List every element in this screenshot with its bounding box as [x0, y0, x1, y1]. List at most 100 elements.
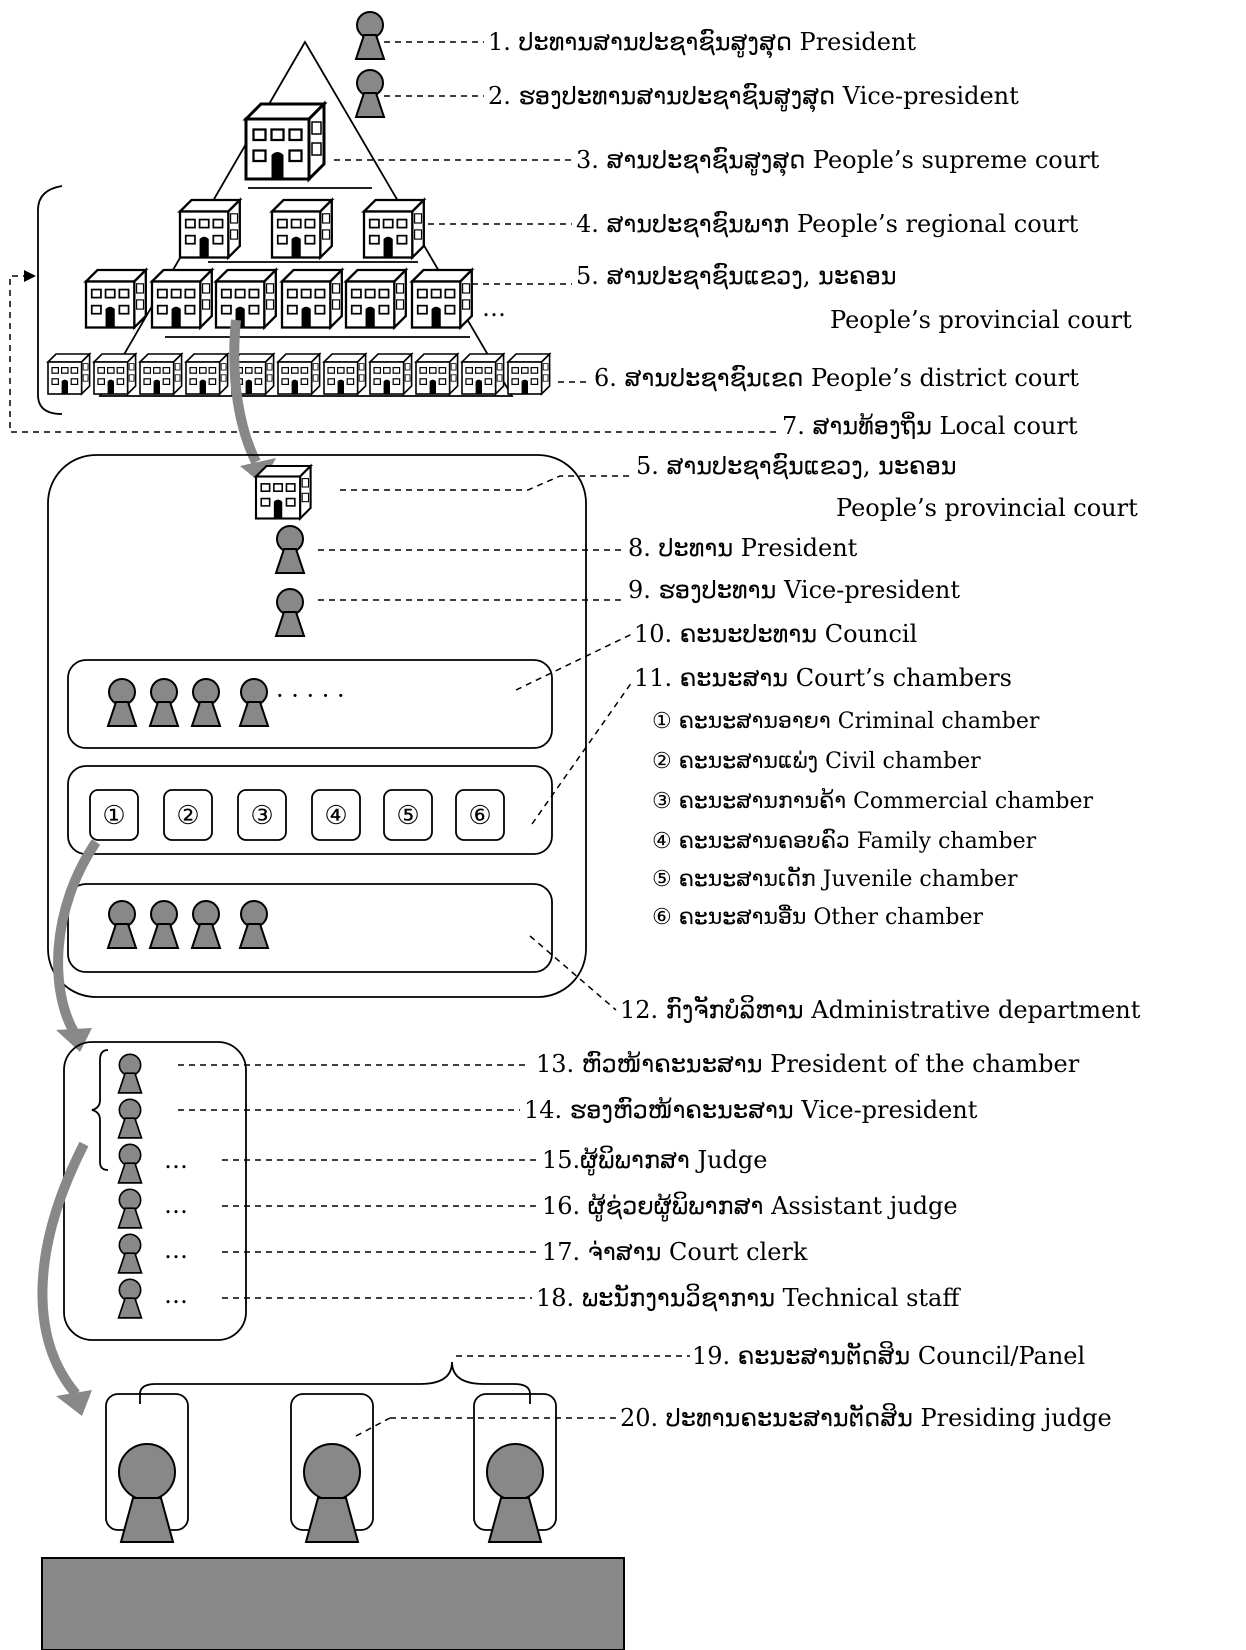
provincial-court-building-icon: [150, 268, 213, 329]
zoom-arrow-3: [37, 1141, 89, 1398]
label-9: 9. ຮອງປະທານ Vice-president: [628, 576, 960, 604]
admin-staff-icon: [239, 900, 269, 949]
zoom-arrowhead-1: [240, 458, 276, 484]
label-18: 18. ພະນັກງານວິຊາການ Technical staff: [536, 1284, 961, 1312]
chamber-5-box: [383, 789, 433, 841]
supreme-court-vice-president-icon: [355, 69, 385, 118]
label-3: 3. ສານປະຊາຊົນສູງສຸດ People’s supreme cou…: [576, 146, 1100, 177]
chamber-3-number: ③: [250, 801, 273, 831]
chamber-4-box: [311, 789, 361, 841]
label-12: 12. ກົງຈັກບໍລິຫານ Administrative departm…: [620, 996, 1141, 1024]
label-16: 16. ຜູ້ຊ່ວຍຜູ້ພິພາກສາ Assistant judge: [542, 1191, 958, 1221]
provincial-president-icon: [275, 525, 305, 574]
provincial-court-building-icon: [410, 268, 473, 329]
label-5b-english: People’s provincial court: [836, 494, 1138, 522]
assistant-judge-icon: [117, 1188, 143, 1229]
connector-11: [531, 681, 633, 825]
zoom-arrowhead-3: [56, 1390, 92, 1416]
label-19: 19. ຄະນະສານຕັດສິນ Council/Panel: [692, 1341, 1085, 1370]
administrative-box: [67, 883, 553, 973]
chamber-label-3: ③ ຄະນະສານການຄ້າ Commercial chamber: [652, 788, 1093, 814]
district-court-building-icon: [139, 353, 183, 395]
label-14: 14. ຮອງຫົວໜ້າຄະນະສານ Vice-president: [524, 1095, 978, 1124]
chamber-3-box: [237, 789, 287, 841]
chambers-box: [67, 765, 553, 855]
admin-staff-icon: [149, 900, 179, 949]
district-court-building-icon: [93, 353, 137, 395]
district-court-building-icon: [415, 353, 459, 395]
provincial-court-detail-box: [47, 454, 587, 998]
council-dots: · · · · ·: [276, 682, 345, 710]
panel-brace: [139, 1361, 531, 1404]
provincial-court-building-icon: [84, 268, 147, 329]
council-member-icon: [107, 678, 137, 727]
chamber-label-1: ① ຄະນະສານອາຍາ Criminal chamber: [652, 709, 1040, 734]
presiding-judge-icon: [303, 1443, 361, 1543]
judges-bench: [41, 1557, 625, 1650]
chamber-6-box: [455, 789, 505, 841]
staff-ellipsis: …: [164, 1281, 188, 1309]
panel-judge-1-icon: [118, 1443, 176, 1543]
chamber-2-box: [163, 789, 213, 841]
panel-judge-3-icon: [486, 1443, 544, 1543]
label-10: 10. ຄະນະປະທານ Council: [634, 620, 917, 648]
connector-5b: [340, 475, 632, 491]
label-6: 6. ສານປະຊາຊົນເຂດ People’s district court: [594, 364, 1079, 392]
clerk-ellipsis: …: [164, 1236, 188, 1264]
district-court-building-icon: [47, 353, 91, 395]
chamber-leaders-bracket: [91, 1049, 109, 1171]
council-member-icon: [191, 678, 221, 727]
council-box: [67, 659, 553, 749]
judge-ellipsis: …: [164, 1146, 188, 1174]
label-8: 8. ປະທານ President: [628, 534, 858, 562]
provincial-court-building-icon: [344, 268, 407, 329]
district-court-building-icon: [323, 353, 367, 395]
chamber-1-box: [89, 789, 139, 841]
zoom-arrowhead-2: [56, 1028, 92, 1052]
label-5: 5. ສານປະຊາຊົນແຂວງ, ນະຄອນ: [576, 262, 897, 290]
provincial-ellipsis: …: [482, 294, 506, 322]
chamber-2-number: ②: [176, 801, 199, 831]
chamber-label-2: ② ຄະນະສານແພ່ງ Civil chamber: [652, 749, 981, 774]
regional-court-building-icon: [362, 198, 425, 259]
judge-icon: [117, 1143, 143, 1184]
chamber-vice-president-icon: [117, 1098, 143, 1139]
label-2: 2. ຮອງປະທານສານປະຊາຊົນສູງສຸດ Vice-preside…: [488, 82, 1019, 113]
provincial-court-building-icon: [254, 464, 312, 520]
chamber-staff-box: [63, 1041, 247, 1341]
district-court-building-icon: [277, 353, 321, 395]
label-5b: 5. ສານປະຊາຊົນແຂວງ, ນະຄອນ: [636, 452, 957, 480]
council-member-icon: [239, 678, 269, 727]
chamber-label-5: ⑤ ຄະນະສານເດັກ Juvenile chamber: [652, 866, 1018, 892]
label-20: 20. ປະທານຄະນະສານຕັດສິນ Presiding judge: [620, 1403, 1112, 1432]
chamber-label-6: ⑥ ຄະນະສານອື່ນ Other chamber: [652, 904, 984, 930]
chamber-5-number: ⑤: [396, 801, 419, 831]
label-11: 11. ຄະນະສານ Court’s chambers: [634, 664, 1012, 692]
admin-staff-icon: [107, 900, 137, 949]
provincial-vice-president-icon: [275, 588, 305, 637]
connector-10: [515, 633, 633, 691]
label-5-english: People’s provincial court: [830, 306, 1132, 334]
connector-12: [529, 935, 617, 1011]
admin-staff-icon: [191, 900, 221, 949]
regional-court-building-icon: [178, 198, 241, 259]
council-member-icon: [149, 678, 179, 727]
zoom-arrow-2: [53, 839, 101, 1035]
chamber-1-number: ①: [102, 801, 125, 831]
court-clerk-icon: [117, 1233, 143, 1274]
chamber-6-number: ⑥: [468, 801, 491, 831]
pyramid-left-bracket: [37, 185, 63, 415]
supreme-court-building-icon: [244, 102, 326, 181]
label-15: 15.ຜູ້ພິພາກສາ Judge: [542, 1145, 767, 1175]
supreme-court-president-icon: [355, 11, 385, 60]
chamber-label-4: ④ ຄະນະສານຄອບຄົວ Family chamber: [652, 828, 1037, 854]
provincial-court-building-icon: [280, 268, 343, 329]
district-court-building-icon: [369, 353, 413, 395]
technical-staff-icon: [117, 1278, 143, 1319]
label-13: 13. ຫົວໜ້າຄະນະສານ President of the chamb…: [536, 1049, 1080, 1078]
local-court-arrowhead: [24, 270, 36, 282]
regional-court-building-icon: [270, 198, 333, 259]
zoom-arrow-1: [229, 319, 261, 465]
label-1: 1. ປະທານສານປະຊາຊົນສູງສຸດ President: [488, 28, 916, 59]
